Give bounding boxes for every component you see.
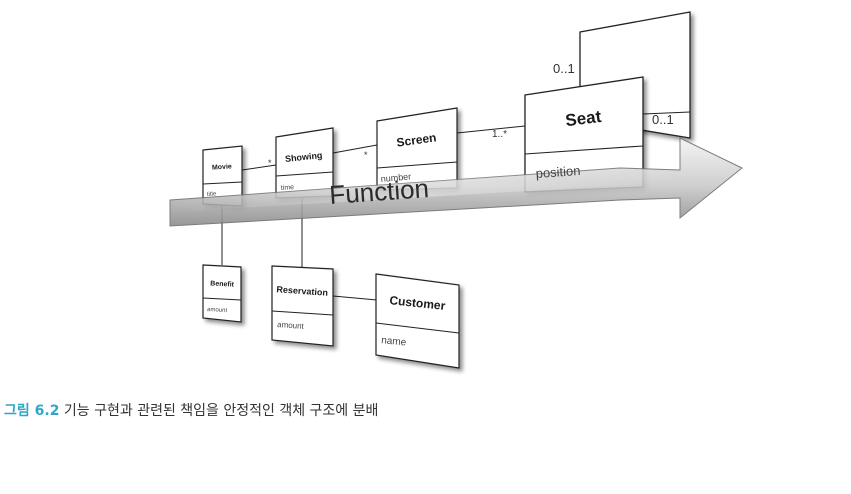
class-reservation: [271, 265, 334, 347]
figure-caption: 그림 6.2 기능 구현과 관련된 책임을 안정적인 객체 구조에 분배: [4, 400, 378, 420]
association-screen-seat: [456, 125, 526, 134]
class-screen-name: Screen: [396, 130, 438, 149]
class-benefit-attr: amount: [207, 307, 228, 314]
multiplicity-movie-showing: *: [268, 158, 272, 168]
multiplicity-seat-self-top: 0..1: [553, 61, 575, 76]
function-arrow-label: Function: [328, 173, 430, 210]
class-benefit: [202, 264, 242, 323]
multiplicity-screen-seat: 1..*: [492, 129, 507, 140]
association-reservation-customer: [332, 295, 378, 301]
class-showing-attr: time: [281, 184, 295, 192]
multiplicity-showing-screen: *: [364, 150, 368, 160]
class-customer: [375, 273, 460, 369]
object-structure-diagram: Movie title Showing time Screen number S…: [169, 11, 743, 369]
class-screen-attr: number: [380, 171, 411, 184]
class-reservation-attr: amount: [277, 320, 305, 331]
class-seat-name: Seat: [564, 107, 602, 130]
figure-caption-text: 기능 구현과 관련된 책임을 안정적인 객체 구조에 분배: [59, 403, 379, 419]
class-seat-attr: position: [535, 163, 581, 181]
class-movie-name: Movie: [212, 163, 232, 171]
class-customer-attr: name: [381, 335, 407, 349]
figure-label: 그림 6.2: [4, 403, 60, 419]
class-reservation-name: Reservation: [276, 284, 328, 298]
association-seat-self: [642, 111, 691, 115]
association-showing-screen: [332, 144, 378, 154]
class-movie-attr: title: [207, 191, 217, 198]
class-showing-name: Showing: [285, 150, 323, 164]
class-customer-name: Customer: [389, 293, 446, 313]
association-movie-showing: [241, 164, 277, 171]
multiplicity-seat-self-right: 0..1: [652, 112, 674, 127]
class-benefit-name: Benefit: [210, 280, 235, 288]
function-arrow: [169, 137, 743, 227]
